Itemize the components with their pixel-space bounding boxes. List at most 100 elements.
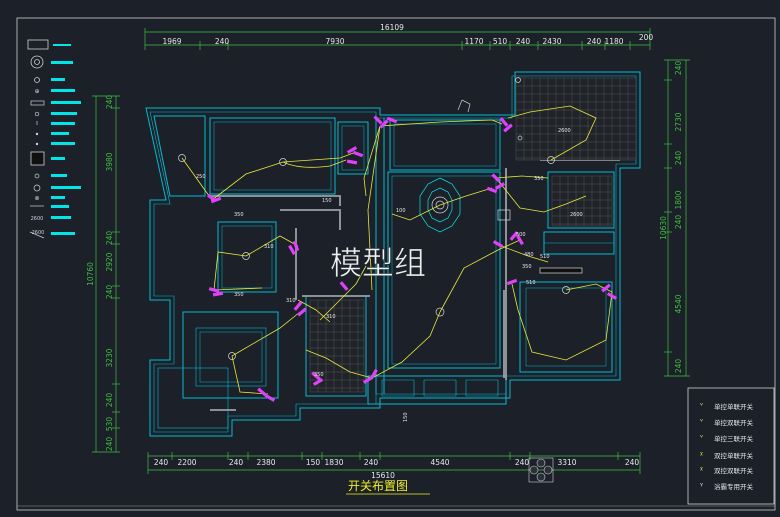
switch-marker <box>491 173 501 183</box>
svg-text:240: 240 <box>105 437 114 452</box>
svg-text:240: 240 <box>674 359 683 374</box>
svg-text:200: 200 <box>639 33 654 42</box>
svg-text:510: 510 <box>540 254 550 260</box>
strip-light-icon <box>30 100 45 106</box>
svg-text:1170: 1170 <box>464 37 483 46</box>
svg-text:⊗: ⊗ <box>34 195 39 202</box>
exhaust-fan-icon <box>30 151 45 166</box>
switch-marker <box>208 287 220 293</box>
switch-marker <box>362 376 374 384</box>
right-total-dimension: 10630 <box>659 216 668 240</box>
watermark-text: 模型组 <box>330 244 426 282</box>
svg-text:500: 500 <box>516 232 526 238</box>
drawing-title: 开关布置图 <box>348 479 408 493</box>
svg-text:2920: 2920 <box>105 252 114 271</box>
drawing-frame <box>16 17 776 511</box>
bottom-dimension-chain <box>147 452 641 474</box>
switch-legend: ᵛ 单控单联开关 ᵛ 单控双联开关 ᵛ 单控三联开关 ᵡ 双控单联开关 ᵡ 双控… <box>687 387 775 505</box>
downlight-icon <box>34 77 40 83</box>
bath-heater-switch-icon: ᵞ <box>700 481 703 490</box>
ceiling-lamp-icon <box>30 55 44 69</box>
ceiling-lamp-icon <box>562 286 570 294</box>
legend-item: ᵛ 单控单联开关 <box>700 401 754 411</box>
left-total-dimension: 10760 <box>86 262 95 286</box>
ceiling-lamp-icon <box>178 154 186 162</box>
svg-text:150: 150 <box>322 198 332 204</box>
svg-text:240: 240 <box>154 458 169 467</box>
svg-text:310: 310 <box>326 314 336 320</box>
switch-marker <box>293 301 303 311</box>
legend-item: ᵛ 单控双联开关 <box>700 417 754 427</box>
floor-plan-walls <box>145 71 641 437</box>
top-dimension-labels: 1969 240 7930 1170 510 240 2430 240 1180… <box>162 33 653 46</box>
svg-text:2600: 2600 <box>32 230 45 236</box>
svg-text:310: 310 <box>264 244 274 250</box>
svg-text:150: 150 <box>306 458 321 467</box>
svg-text:150: 150 <box>403 412 409 422</box>
top-dimension-chain <box>144 28 651 50</box>
svg-text:240: 240 <box>105 285 114 300</box>
switch-marker <box>339 281 349 291</box>
tile-grid <box>551 175 613 227</box>
switch-marker <box>373 115 383 125</box>
switch-marker <box>379 119 389 129</box>
switch-marker <box>288 244 296 256</box>
triple-gang-switch-icon: ᵛ <box>700 433 703 442</box>
svg-text:2600: 2600 <box>558 128 571 134</box>
switch-markers <box>206 115 618 402</box>
svg-text:3980: 3980 <box>105 152 114 171</box>
svg-text:240: 240 <box>515 458 530 467</box>
ceiling-lamp-icon <box>242 252 250 260</box>
svg-text:310: 310 <box>286 298 296 304</box>
switch-legend-box <box>687 387 775 505</box>
switch-marker <box>297 307 307 317</box>
switch-marker <box>264 394 276 402</box>
svg-text:240: 240 <box>674 151 683 166</box>
switch-marker <box>516 234 524 246</box>
left-dimension-labels: 240 3980 240 2920 240 3230 240 530 240 <box>105 95 114 452</box>
svg-text:240: 240 <box>516 37 531 46</box>
svg-text:480: 480 <box>524 252 534 258</box>
svg-text:100: 100 <box>396 208 406 214</box>
legend-item-label: 单控单联开关 <box>714 402 754 411</box>
switch-marker <box>312 378 324 386</box>
panel-box-icon <box>27 39 49 50</box>
svg-text:4540: 4540 <box>674 294 683 313</box>
light-fixtures <box>178 77 583 360</box>
switch-wiring <box>181 105 613 395</box>
spot-icon: ⊕ <box>34 88 39 95</box>
right-dimension-chain <box>664 59 690 377</box>
switch-marker <box>509 231 519 241</box>
right-dimension-labels: 240 2730 240 1800 240 4540 240 <box>674 61 683 374</box>
svg-text:1969: 1969 <box>162 37 181 46</box>
symbol-legend-column: ⊕ ⊗ 2600 2600 <box>27 39 81 239</box>
svg-text:240: 240 <box>105 231 114 246</box>
bottom-dimension-labels: 240 2200 240 2380 150 1830 240 4540 240 … <box>154 458 640 467</box>
switch-marker <box>606 292 618 300</box>
svg-text:2600: 2600 <box>570 212 583 218</box>
switch-marker <box>506 278 518 286</box>
legend-item-label: 单控三联开关 <box>714 434 754 443</box>
svg-text:240: 240 <box>215 37 230 46</box>
svg-text:2730: 2730 <box>674 112 683 131</box>
entry-door <box>457 99 471 113</box>
ceiling-lamp-icon <box>515 77 521 83</box>
svg-text:2430: 2430 <box>542 37 561 46</box>
switch-marker <box>346 146 358 154</box>
svg-text:3230: 3230 <box>105 348 114 367</box>
tiled-areas <box>309 77 637 393</box>
svg-text:2600: 2600 <box>31 216 44 222</box>
tile-grid <box>515 77 637 161</box>
svg-text:1180: 1180 <box>604 37 623 46</box>
switch-marker <box>494 182 506 190</box>
left-dimension-chain <box>92 95 120 453</box>
switch-marker <box>292 240 300 252</box>
north-arrow-icon <box>528 457 554 483</box>
switch-marker <box>386 116 398 124</box>
legend-item-label: 浴霸专用开关 <box>714 482 754 491</box>
switch-marker <box>346 159 358 165</box>
svg-text:4540: 4540 <box>430 458 449 467</box>
svg-text:240: 240 <box>364 458 379 467</box>
